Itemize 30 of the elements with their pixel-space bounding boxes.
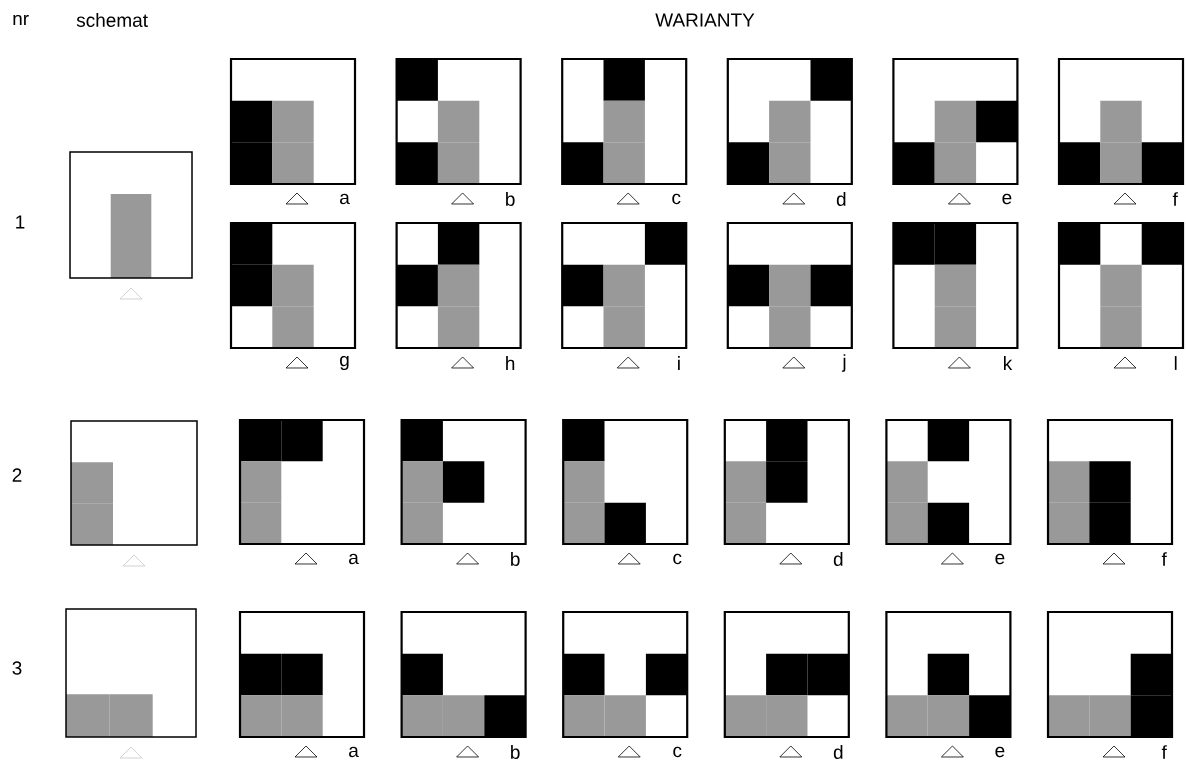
row-number: 1 <box>16 215 25 229</box>
row-number: 2 <box>12 468 22 482</box>
variant-letter: e <box>1002 193 1012 205</box>
variant-letter: c <box>673 746 682 758</box>
column-header: nr <box>13 14 29 26</box>
variant-letter: d <box>836 192 846 206</box>
variant-letter: d <box>833 552 843 566</box>
variant-letter: e <box>995 553 1005 565</box>
column-header: schemat <box>76 13 148 27</box>
variant-letter: c <box>673 553 682 565</box>
variant-letter: e <box>995 746 1005 758</box>
variant-letter: f <box>1161 745 1167 759</box>
variant-letter: b <box>511 745 520 759</box>
variant-letter: b <box>511 552 520 566</box>
variant-letter: d <box>833 745 843 759</box>
variant-letter: a <box>349 746 359 758</box>
variant-letter: a <box>340 193 350 205</box>
variant-letter: g <box>340 355 349 371</box>
row-number: 3 <box>12 661 22 675</box>
variant-letter: h <box>506 356 515 370</box>
variant-letter: b <box>506 192 515 206</box>
column-header: WARIANTY <box>655 13 755 27</box>
variant-letter: l <box>1174 356 1177 370</box>
variant-letter: k <box>1004 356 1013 370</box>
variant-letter: f <box>1161 552 1167 566</box>
variant-letter: j <box>841 354 846 372</box>
variant-letter: i <box>678 356 680 370</box>
variant-letter: a <box>349 553 359 565</box>
variant-letter: f <box>1172 192 1178 206</box>
variant-letter: c <box>672 193 681 205</box>
